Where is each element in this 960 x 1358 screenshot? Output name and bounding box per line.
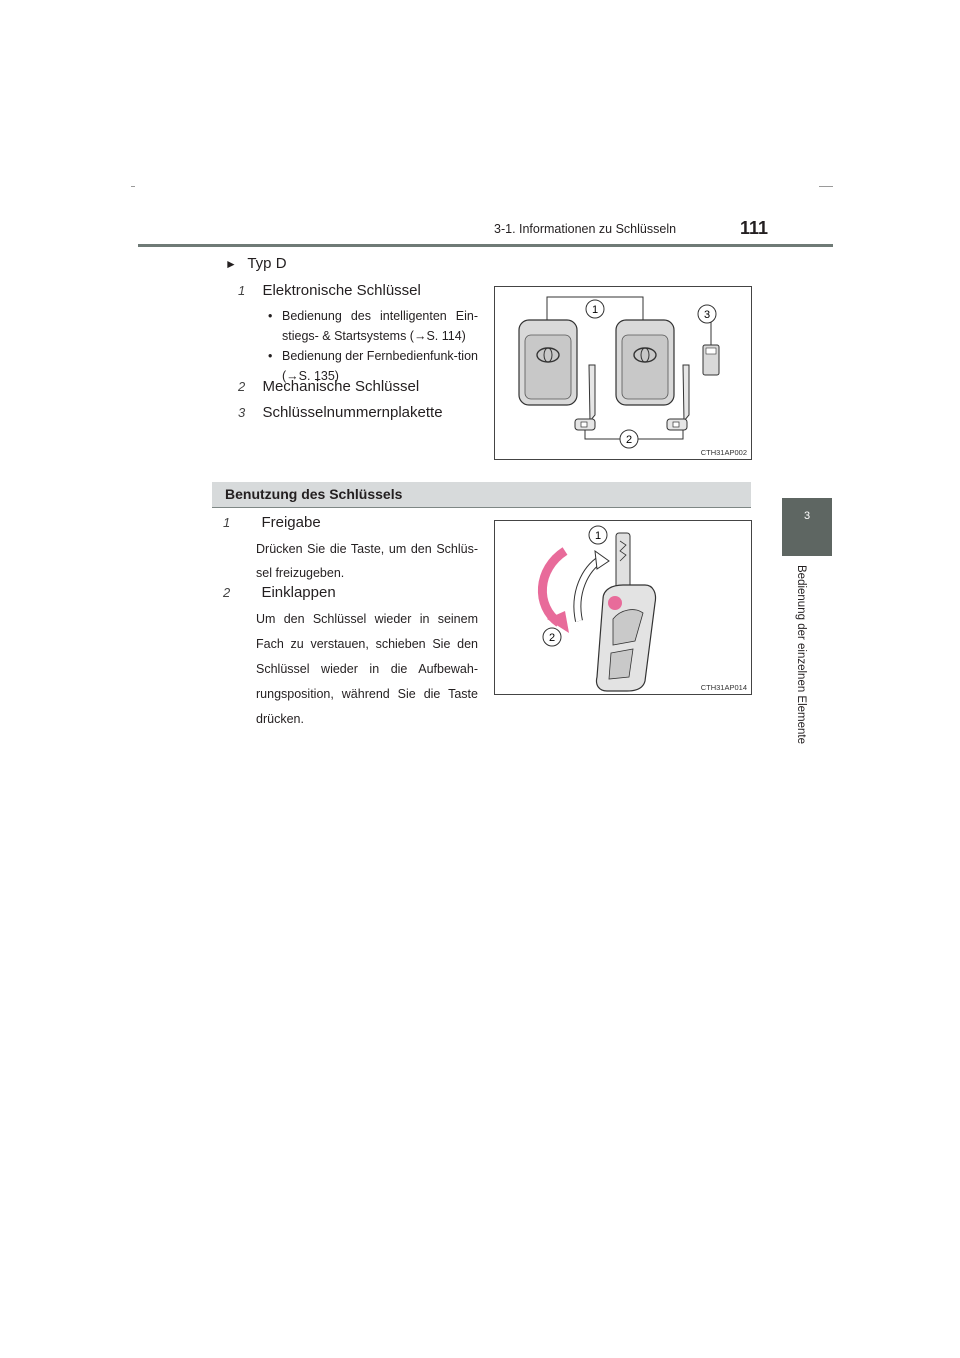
callout-1: 1 [595,530,601,542]
callout-2: 2 [549,632,555,644]
item-number: 2 [223,585,231,600]
item-number: 1 [223,515,231,530]
release-button-icon [608,596,622,610]
mechanical-key-icon [574,364,596,431]
type-d-heading-text: Typ D [247,255,287,272]
flip-key-illustration: 1 2 [538,525,657,692]
type-d-item-2: 2 Mechanische Schlüssel [238,378,419,396]
section-title: Benutzung des Schlüssels [225,486,403,502]
item-label: Einklappen [261,584,336,601]
item-label: Mechanische Schlüssel [262,378,420,395]
bullet-text: Bedienung des intelligenten Ein-stiegs- … [282,309,478,343]
smart-key-fob-icon [518,319,578,406]
bullet-item: • Bedienung der Fernbedienfunk-tion (→S.… [268,346,478,386]
callout-2: 2 [626,434,632,446]
key-number-plate-icon [702,344,720,376]
bullet-item: • Bedienung des intelligenten Ein-stiegs… [268,306,478,346]
usage-item-1-text: Drücken Sie die Taste, um den Schlüs-sel… [256,542,478,580]
type-d-item-3: 3 Schlüsselnummernplakette [238,404,443,422]
chapter-number: 3 [803,510,811,522]
smart-key-fob-icon [615,319,675,406]
usage-item-2-text: Um den Schlüssel wieder in seinem Fach z… [256,612,478,726]
item-number: 1 [238,283,246,298]
chapter-title: Bedienung der einzelnen Elemente [795,565,807,745]
figure-code: CTH31AP014 [700,683,747,692]
chapter-side-label: Bedienung der einzelnen Elemente [795,565,807,765]
item-label: Elektronische Schlüssel [262,282,421,299]
figure-code: CTH31AP002 [700,448,747,457]
item-number: 3 [238,405,246,420]
mechanical-key-icon [666,364,690,431]
item-label: Schlüsselnummernplakette [262,404,443,421]
item-label: Freigabe [261,514,321,531]
usage-item-2: 2 Einklappen [223,584,336,602]
callout-1: 1 [592,304,598,316]
type-d-heading: ► Typ D [225,255,287,273]
bullet-text: Bedienung der Fernbedienfunk-tion (→S. 1… [282,349,478,383]
chapter-tab: 3 [782,498,832,556]
section-header-title: 3-1. Informationen zu Schlüsseln [494,222,677,236]
crop-mark-left [131,186,135,187]
crop-mark-right [819,186,833,187]
smart-keys-illustration: 1 2 3 [518,296,720,449]
bullet-list: • Bedienung des intelligenten Ein-stiegs… [268,306,478,386]
header-rule [138,244,833,247]
type-d-item-1: 1 Elektronische Schlüssel [238,282,421,300]
figure-smart-keys: 1 2 3 CTH31AP002 [494,286,752,460]
item-number: 2 [238,379,246,394]
key-blade-icon [615,532,631,592]
section-heading-bar: Benutzung des Schlüssels [212,482,751,508]
flip-key-body-icon [595,584,657,692]
callout-3: 3 [704,309,710,321]
triangle-arrow-icon: ► [225,257,237,271]
figure-flip-key: 1 2 CTH31AP014 [494,520,752,695]
page-number: 111 [740,218,769,238]
usage-item-1: 1 Freigabe [223,514,321,532]
